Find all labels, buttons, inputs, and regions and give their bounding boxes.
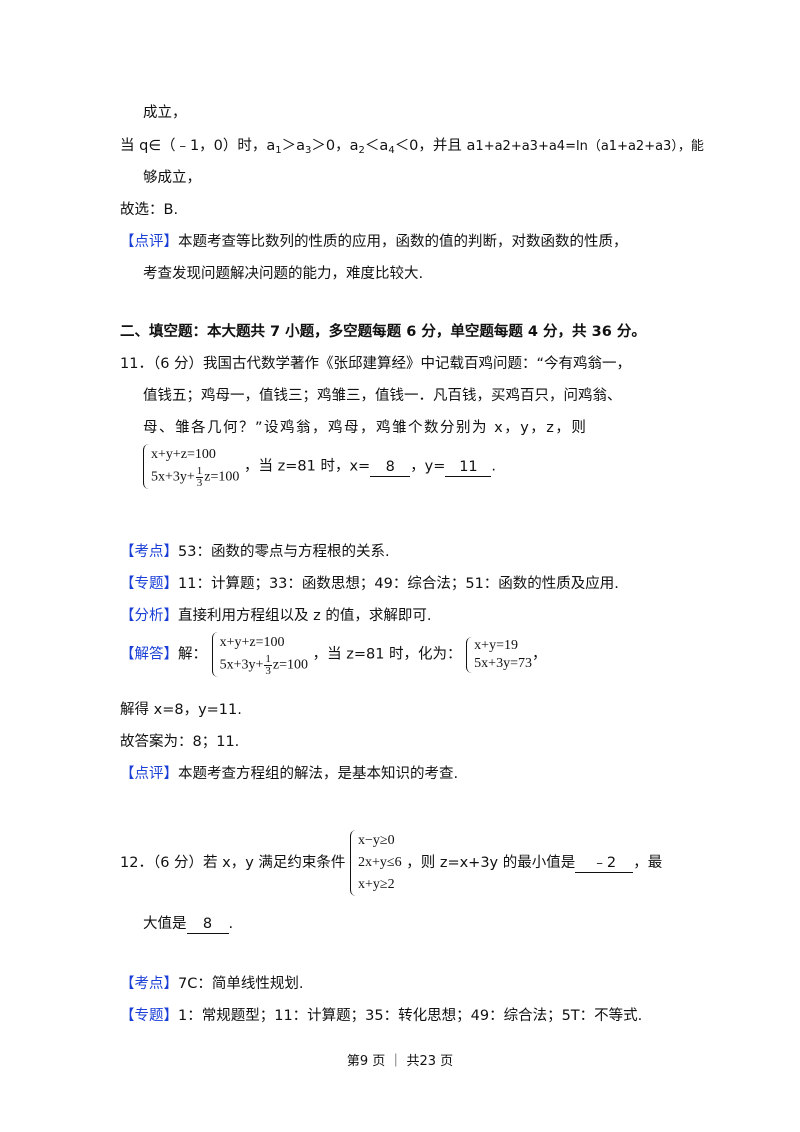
tag-dianping: 【点评】	[120, 766, 178, 782]
text-segment: ＞a	[281, 138, 306, 154]
equation: x+y+z=100	[219, 635, 285, 650]
text-segment: ，当 z=81 时，x=	[244, 458, 371, 475]
tag-jieda: 【解答】	[120, 646, 178, 663]
text-segment: 当 q∈（﹣1，0）时，a	[120, 138, 276, 154]
kaodian-line: 【考点】53：函数的零点与方程根的关系.	[120, 542, 390, 562]
text-segment: ＜0，并且 a	[394, 138, 476, 154]
text-segment: ＞0，a	[311, 138, 359, 154]
brace	[466, 636, 473, 673]
denominator: 3	[196, 477, 203, 489]
tag-kaodian: 【考点】	[120, 544, 178, 560]
page-footer: 第9 页 ｜ 共23 页	[346, 1054, 454, 1069]
zhuanti-text: 1：常规题型；11：计算题；35：转化思想；49：综合法；5T：不等式.	[178, 1008, 643, 1024]
subscript: 1	[275, 145, 282, 156]
answer-blank-min: ﹣2	[575, 854, 634, 873]
zhuanti-line: 【专题】11：计算题；33：函数思想；49：综合法；51：函数的性质及应用.	[120, 574, 619, 594]
comment-line: 【点评】本题考查方程组的解法，是基本知识的考查.	[120, 764, 458, 784]
text-line: 故答案为：8；11.	[120, 734, 240, 750]
constraint-system: x−y≥0 2x+y≤6 x+y≥2	[350, 830, 402, 896]
eq-part: z=100	[272, 657, 309, 673]
answer-blank-y: 11	[445, 458, 492, 477]
answer-blank-x: 8	[370, 458, 411, 477]
brace	[350, 830, 357, 896]
brace	[211, 632, 219, 677]
equation: 5x+3y=73	[474, 655, 532, 671]
constraint: x−y≥0	[358, 833, 395, 848]
zhuanti-line: 【专题】1：常规题型；11：计算题；35：转化思想；49：综合法；5T：不等式.	[120, 1006, 642, 1026]
question-line: 值钱五；鸡母一，值钱三；鸡雏三，值钱一．凡百钱，买鸡百只，问鸡翁、	[143, 388, 622, 404]
kaodian-text: 7C：简单线性规划.	[178, 976, 304, 992]
comment-line: 考查发现问题解决问题的能力，难度比较大.	[143, 266, 424, 282]
text-segment: ，当 z=81 时，化为：	[312, 646, 462, 663]
constraint: x+y≥2	[358, 877, 395, 892]
tag-kaodian: 【考点】	[120, 976, 178, 992]
text-segment: 解：	[178, 646, 207, 663]
text-line: 故选：B.	[120, 202, 179, 218]
eq-part: z=100	[204, 469, 240, 485]
text-segment: .	[228, 916, 234, 932]
numerator: 1	[264, 653, 272, 666]
text-segment: 大值是	[143, 916, 187, 932]
text-segment: .	[491, 458, 497, 475]
text-segment: ，	[531, 646, 547, 663]
question-line: 12．（6 分）若 x，y 满足约束条件 x−y≥0 2x+y≤6 x+y≥2 …	[120, 830, 662, 896]
fenxi-text: 直接利用方程组以及 z 的值，求解即可.	[178, 608, 432, 624]
text-line: 解得 x=8，y=11.	[120, 702, 242, 718]
tag-dianping: 【点评】	[120, 234, 178, 250]
constraint: 2x+y≤6	[358, 855, 402, 870]
text-line: 成立，	[143, 105, 187, 121]
tag-fenxi: 【分析】	[120, 608, 178, 624]
zhuanti-text: 11：计算题；33：函数思想；49：综合法；51：函数的性质及应用.	[178, 576, 619, 592]
equation: x+y+z=100	[151, 447, 216, 462]
text-segment: ，则 z=x+3y 的最小值是	[406, 855, 576, 871]
tag-zhuanti: 【专题】	[120, 576, 178, 592]
section-title: 二、填空题：本大题共 7 小题，多空题每题 6 分，单空题每题 4 分，共 36…	[120, 324, 646, 340]
comment-text: 本题考查方程组的解法，是基本知识的考查.	[178, 766, 459, 782]
question-line: 11．（6 分）我国古代数学著作《张邱建算经》中记载百鸡问题：“今有鸡翁一，	[120, 356, 632, 372]
kaodian-text: 53：函数的零点与方程根的关系.	[178, 544, 390, 560]
subscript: 3	[305, 145, 312, 156]
equation: x+y=19	[474, 637, 518, 653]
eq-part: 5x+3y+	[219, 657, 264, 673]
text-segment: 12．（6 分）若 x，y 满足约束条件	[120, 855, 346, 871]
brace	[143, 444, 150, 489]
fenxi-line: 【分析】直接利用方程组以及 z 的值，求解即可.	[120, 606, 431, 626]
tag-zhuanti: 【专题】	[120, 1008, 178, 1024]
numerator: 1	[195, 465, 204, 478]
text-segment: ，y=	[410, 458, 446, 475]
text-line: 当 q∈（﹣1，0）时，a1＞a3＞0，a2＜a4＜0，并且 a1+a2+a3+…	[120, 136, 704, 161]
subscript: 4	[388, 145, 395, 156]
text-segment: ，最	[633, 855, 663, 871]
comment-line: 【点评】本题考查等比数列的性质的应用，函数的值的判断，对数函数的性质，	[120, 232, 628, 252]
equation-system: x+y=19 5x+3y=73	[466, 636, 532, 673]
subscript: 2	[358, 145, 365, 156]
answer-blank-max: 8	[186, 915, 229, 934]
question-line: 母、雏各几何？”设鸡翁，鸡母，鸡雏个数分别为 x，y，z，则	[143, 420, 588, 436]
denominator: 3	[265, 665, 271, 677]
text-line: 够成立，	[143, 170, 201, 186]
eq-part: 5x+3y+	[151, 469, 195, 485]
kaodian-line: 【考点】7C：简单线性规划.	[120, 974, 303, 994]
comment-text: 本题考查等比数列的性质的应用，函数的值的判断，对数函数的性质，	[178, 234, 628, 250]
text-segment: ＜a	[364, 138, 389, 154]
sum-expression: 1+a2+a3+a4=ln（a1+a2+a3），能	[475, 139, 704, 154]
